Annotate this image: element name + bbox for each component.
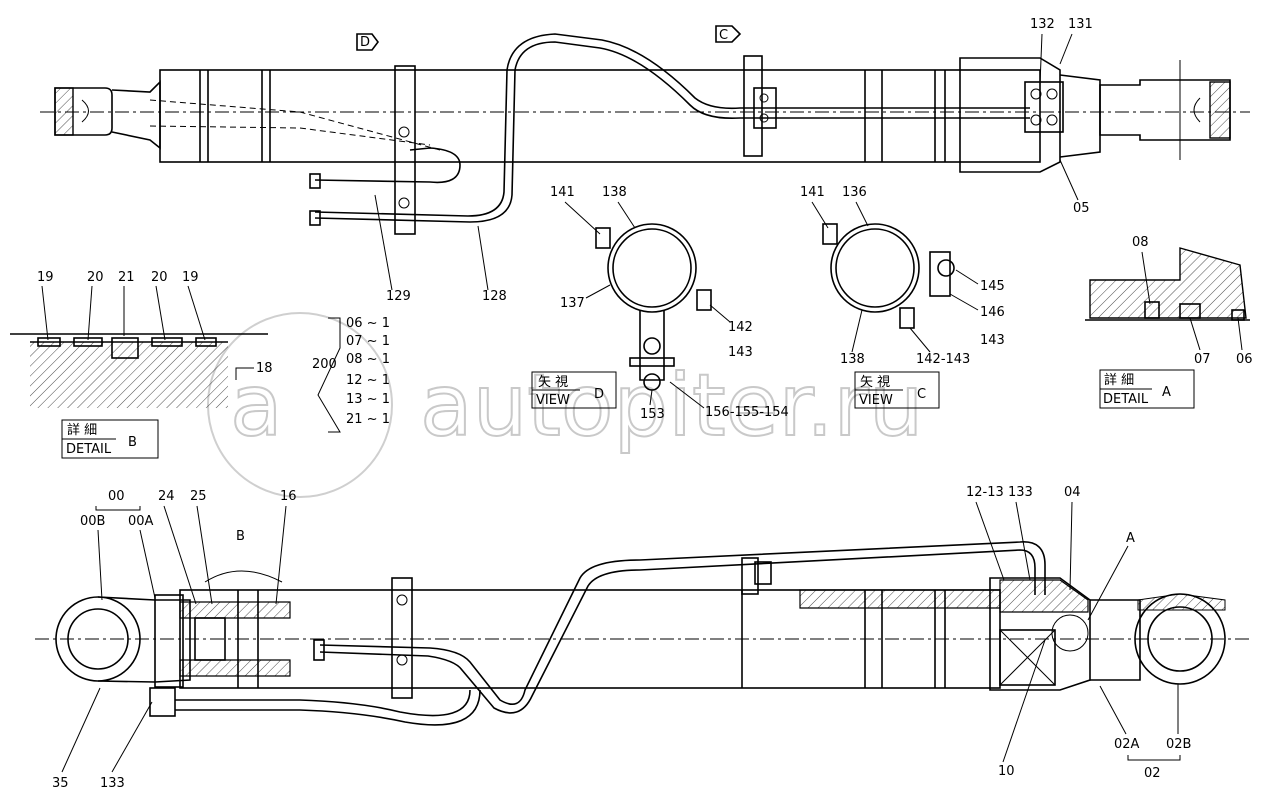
detail-a-en: DETAIL xyxy=(1103,392,1149,407)
view-d-en: VIEW xyxy=(536,393,570,408)
kit-item-1: 06 ~ 1 xyxy=(346,316,390,331)
view-c-jp: 矢 視 xyxy=(860,375,890,390)
seal-kit-list: 200 06 ~ 1 07 ~ 1 08 ~ 1 12 ~ 1 13 ~ 1 2… xyxy=(312,316,390,433)
label-12-13: 12-13 xyxy=(966,485,1004,500)
detail-a-label-07: 07 xyxy=(1194,352,1211,367)
label-02: 02 xyxy=(1144,766,1161,781)
view-d-label-143: 143 xyxy=(728,345,753,360)
detail-a-label-08: 08 xyxy=(1132,235,1149,250)
label-25: 25 xyxy=(190,489,207,504)
detail-a-section xyxy=(1085,247,1250,321)
label-131: 131 xyxy=(1068,17,1093,32)
kit-label-200: 200 xyxy=(312,357,337,372)
detail-b-en: DETAIL xyxy=(66,442,112,457)
detail-b-label-21: 21 xyxy=(118,270,135,285)
view-c-label-143: 143 xyxy=(980,333,1005,348)
kit-item-6: 21 ~ 1 xyxy=(346,412,390,427)
detail-b-label-18: 18 xyxy=(256,361,273,376)
label-128: 128 xyxy=(482,289,507,304)
view-d-label-141: 141 xyxy=(550,185,575,200)
view-c-arrow-letter: C xyxy=(719,28,728,43)
detail-a-label-box: 詳 細 DETAIL A xyxy=(1099,369,1195,409)
label-24: 24 xyxy=(158,489,175,504)
kit-item-4: 12 ~ 1 xyxy=(346,373,390,388)
view-d-label-153: 153 xyxy=(640,407,665,422)
view-c-label-136: 136 xyxy=(842,185,867,200)
view-d-letter: D xyxy=(594,387,604,402)
view-d-label-138: 138 xyxy=(602,185,627,200)
detail-b-jp: 詳 細 xyxy=(67,422,97,438)
view-d-label-box: 矢 視 VIEW D xyxy=(531,371,617,409)
label-16: 16 xyxy=(280,489,297,504)
label-10: 10 xyxy=(998,764,1015,779)
watermark-logo-letter: a xyxy=(230,356,283,456)
view-d-label-137: 137 xyxy=(560,296,585,311)
view-c-letter: C xyxy=(917,387,926,402)
view-c-label-138: 138 xyxy=(840,352,865,367)
view-c-clamp xyxy=(822,223,955,329)
label-02b: 02B xyxy=(1166,737,1191,752)
detail-a-callout: A xyxy=(1126,531,1135,546)
label-00: 00 xyxy=(108,489,125,504)
detail-b-label-19-left: 19 xyxy=(37,270,54,285)
watermark: a autopiter.ru xyxy=(207,312,924,498)
label-35: 35 xyxy=(52,776,69,791)
label-00b: 00B xyxy=(80,514,105,529)
view-c-label-141: 141 xyxy=(800,185,825,200)
label-133: 133 xyxy=(100,776,125,791)
detail-b-label-20-left: 20 xyxy=(87,270,104,285)
detail-b-label-box: 詳 細 DETAIL B xyxy=(61,419,159,459)
view-d-clamp xyxy=(595,223,712,391)
view-d-label-156-155-154: 156-155-154 xyxy=(705,405,789,420)
view-d-label-142: 142 xyxy=(728,320,753,335)
kit-item-3: 08 ~ 1 xyxy=(346,352,390,367)
top-cylinder-view xyxy=(40,25,1250,235)
view-d-jp: 矢 視 xyxy=(538,375,568,390)
label-04: 04 xyxy=(1064,485,1081,500)
label-129: 129 xyxy=(386,289,411,304)
view-c-label-box: 矢 視 VIEW C xyxy=(854,371,940,409)
view-d-arrow-letter: D xyxy=(360,35,370,50)
detail-b-label-19-right: 19 xyxy=(182,270,199,285)
detail-a-letter: A xyxy=(1162,385,1171,400)
detail-b-callout: B xyxy=(236,529,245,544)
detail-b-letter: B xyxy=(128,435,137,450)
label-05: 05 xyxy=(1073,201,1090,216)
kit-item-5: 13 ~ 1 xyxy=(346,392,390,407)
detail-a-jp: 詳 細 xyxy=(1104,372,1134,388)
label-02a: 02A xyxy=(1114,737,1140,752)
watermark-text: autopiter.ru xyxy=(420,356,923,456)
view-c-en: VIEW xyxy=(859,393,893,408)
label-133-top: 133 xyxy=(1008,485,1033,500)
view-c-label-145: 145 xyxy=(980,279,1005,294)
detail-b-section xyxy=(10,333,268,408)
view-c-label-146: 146 xyxy=(980,305,1005,320)
bottom-cylinder-section xyxy=(35,541,1250,726)
detail-a-label-06: 06 xyxy=(1236,352,1253,367)
detail-b-label-20-right: 20 xyxy=(151,270,168,285)
kit-item-2: 07 ~ 1 xyxy=(346,334,390,349)
label-132: 132 xyxy=(1030,17,1055,32)
label-00a: 00A xyxy=(128,514,154,529)
view-c-label-142-143: 142-143 xyxy=(916,352,970,367)
